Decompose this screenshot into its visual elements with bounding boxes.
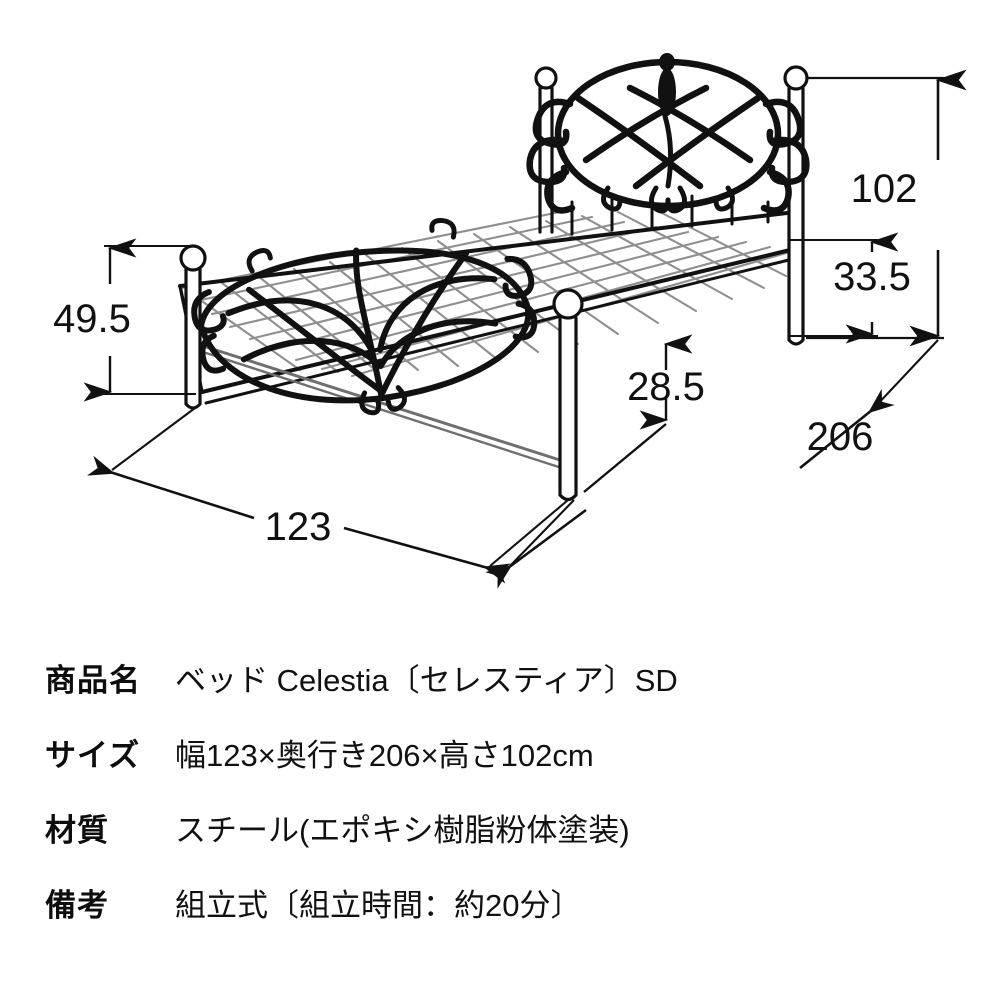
table-row: 商品名 ベッド Celestia〔セレスティア〕SD (0, 655, 1000, 730)
dimension-49-5 (83, 238, 196, 402)
dimension-206 (485, 339, 939, 589)
table-row: 備考 組立式〔組立時間：約20分〕 (0, 880, 1000, 955)
bed-dimension-diagram: 102 33.5 49.5 28. (53, 53, 967, 589)
spec-value-material: スチール(エポキシ樹脂粉体塗装) (175, 813, 630, 848)
dimension-label-206: 206 (807, 415, 874, 459)
mattress-mesh-surface (180, 207, 792, 378)
dimension-label-102: 102 (851, 167, 918, 211)
spec-label-size: サイズ (45, 738, 141, 773)
dimension-102 (806, 69, 967, 347)
dimension-28-5 (583, 334, 693, 493)
spec-label-remarks: 備考 (45, 888, 109, 923)
dimension-123 (87, 407, 569, 584)
dimension-label-123: 123 (265, 505, 332, 549)
dimension-label-49-5: 49.5 (53, 297, 131, 341)
spec-value-remarks: 組立式〔組立時間：約20分〕 (175, 888, 582, 923)
table-row: 材質 スチール(エポキシ樹脂粉体塗装) (0, 805, 1000, 880)
spec-label-material: 材質 (45, 813, 109, 848)
footboard-ornament (191, 217, 538, 416)
spec-value-size: 幅123×奥行き206×高さ102cm (175, 738, 594, 773)
headboard-spindles (570, 194, 770, 236)
specification-table: 商品名 ベッド Celestia〔セレスティア〕SD サイズ 幅123×奥行き2… (0, 655, 1000, 955)
dimension-label-28-5: 28.5 (627, 365, 705, 409)
dimension-label-33-5: 33.5 (833, 255, 911, 299)
bed-frame-rails (178, 210, 797, 472)
table-row: サイズ 幅123×奥行き206×高さ102cm (0, 730, 1000, 805)
dimension-33-5 (789, 232, 899, 344)
headboard-ornament (526, 53, 810, 214)
spec-label-product-name: 商品名 (45, 663, 141, 698)
spec-value-product-name: ベッド Celestia〔セレスティア〕SD (175, 663, 678, 698)
